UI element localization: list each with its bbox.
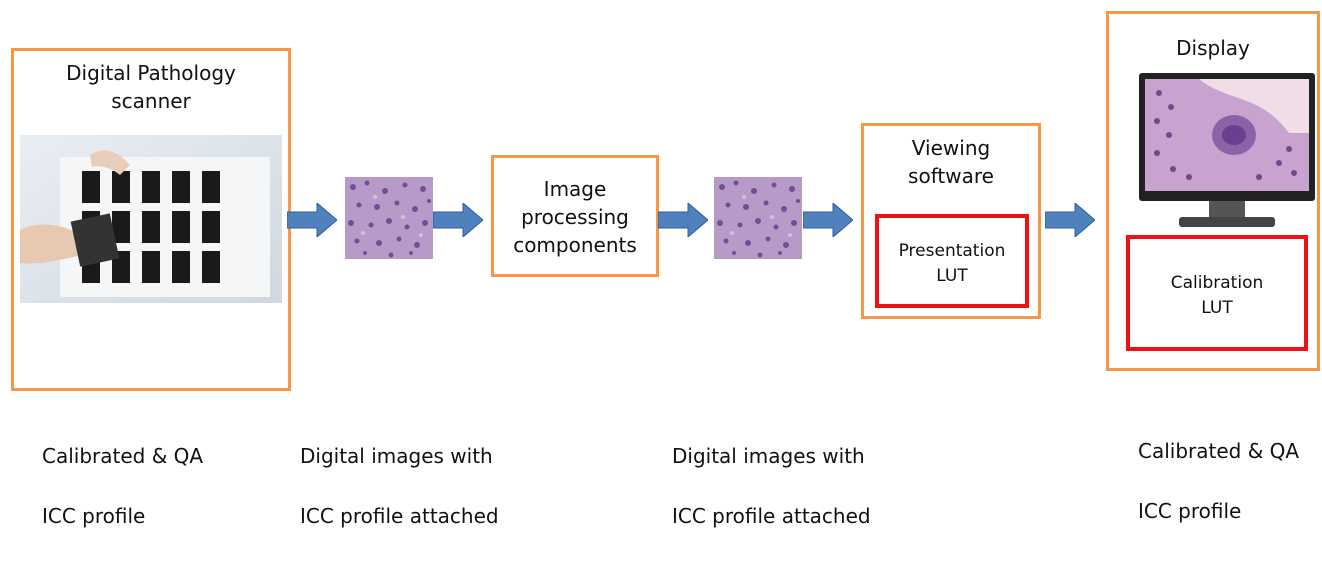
- scanner-title: Digital Pathology scanner: [14, 59, 288, 115]
- display-box: Display Calibration LUT: [1106, 11, 1320, 371]
- caption-images2-line1: Digital images with: [672, 444, 865, 468]
- caption-images1-line2: ICC profile attached: [300, 504, 499, 528]
- tissue-image-2: [714, 177, 802, 259]
- arrow-icon: [658, 203, 708, 237]
- scanner-photo: [20, 135, 282, 303]
- processing-line3: components: [513, 233, 637, 257]
- calibration-lut-box: Calibration LUT: [1126, 235, 1308, 351]
- arrow-icon: [803, 203, 853, 237]
- presentation-lut-line2: LUT: [936, 266, 968, 286]
- image-processing-label: Image processing components: [494, 175, 656, 259]
- arrow-icon: [287, 203, 337, 237]
- scanner-title-line1: Digital Pathology: [66, 61, 236, 85]
- scanner-box: Digital Pathology scanner: [11, 48, 291, 391]
- viewing-software-label: Viewing software: [864, 134, 1038, 190]
- processing-line1: Image: [543, 177, 607, 201]
- viewer-line1: Viewing: [911, 136, 991, 160]
- caption-images2-line2: ICC profile attached: [672, 504, 871, 528]
- caption-display-line1: Calibrated & QA: [1138, 439, 1300, 463]
- tissue-image-1: [345, 177, 433, 259]
- image-processing-box: Image processing components: [491, 155, 659, 277]
- monitor-icon: [1139, 73, 1315, 227]
- caption-images-1: Digital images with ICC profile attached: [300, 411, 499, 561]
- presentation-lut-label: Presentation LUT: [879, 239, 1025, 289]
- processing-line2: processing: [521, 205, 629, 229]
- calibration-lut-line2: LUT: [1201, 298, 1233, 318]
- viewing-software-box: Viewing software Presentation LUT: [861, 123, 1041, 319]
- display-title: Display: [1176, 36, 1250, 60]
- caption-scanner: Calibrated & QA ICC profile: [42, 411, 203, 561]
- caption-scanner-line2: ICC profile: [42, 504, 146, 528]
- caption-scanner-line1: Calibrated & QA: [42, 444, 204, 468]
- caption-display: Calibrated & QA ICC profile: [1138, 406, 1299, 556]
- caption-images-2: Digital images with ICC profile attached: [672, 411, 871, 561]
- arrow-icon: [1045, 203, 1095, 237]
- caption-images1-line1: Digital images with: [300, 444, 493, 468]
- calibration-lut-label: Calibration LUT: [1130, 271, 1304, 321]
- calibration-lut-line1: Calibration: [1170, 273, 1264, 293]
- scanner-title-line2: scanner: [111, 89, 191, 113]
- presentation-lut-line1: Presentation: [898, 241, 1006, 261]
- arrow-icon: [433, 203, 483, 237]
- presentation-lut-box: Presentation LUT: [875, 214, 1029, 308]
- viewer-line2: software: [908, 164, 994, 188]
- caption-display-line2: ICC profile: [1138, 499, 1242, 523]
